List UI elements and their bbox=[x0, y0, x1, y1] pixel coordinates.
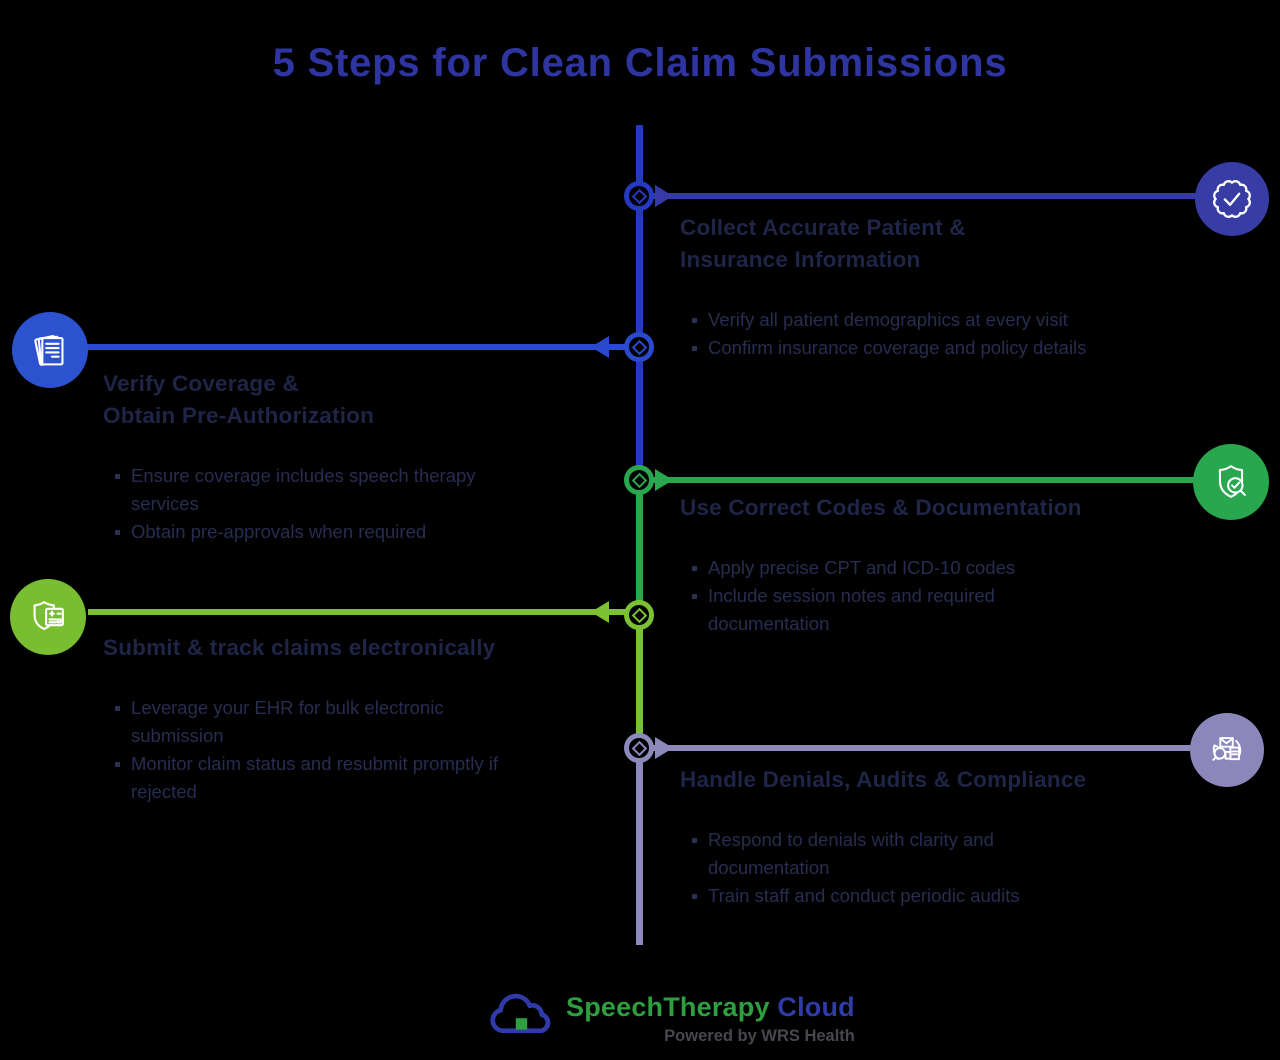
branch-connector bbox=[651, 745, 1191, 751]
documents-icon bbox=[12, 312, 88, 388]
step-bullets: Verify all patient demographics at every… bbox=[680, 306, 1140, 362]
bullet-square-icon bbox=[692, 838, 697, 843]
node-diamond-icon bbox=[631, 339, 647, 355]
bullet-item: Apply precise CPT and ICD-10 codes bbox=[692, 554, 1150, 582]
shield-magnifier-icon bbox=[1193, 444, 1269, 520]
bullet-item: Train staff and conduct periodic audits bbox=[692, 882, 1140, 910]
bullet-square-icon bbox=[692, 594, 697, 599]
branch-connector bbox=[651, 477, 1194, 483]
timeline-segment-green bbox=[636, 480, 643, 615]
node-diamond-icon bbox=[631, 740, 647, 756]
step-heading: Submit & track claims electronically bbox=[103, 635, 496, 660]
timeline-node bbox=[624, 465, 654, 495]
brand-wordmark: SpeechTherapy Cloud bbox=[566, 992, 855, 1023]
bullet-square-icon bbox=[692, 346, 697, 351]
arrow-right-icon bbox=[655, 185, 673, 207]
brand-text-block: SpeechTherapy Cloud Powered by WRS Healt… bbox=[566, 986, 855, 1046]
timeline-node bbox=[624, 733, 654, 763]
powered-by-text: Powered by WRS Health bbox=[664, 1027, 855, 1045]
step-bullets: Leverage your EHR for bulk electronic su… bbox=[103, 694, 583, 806]
arrow-left-icon bbox=[591, 601, 609, 623]
timeline-node bbox=[624, 332, 654, 362]
bullet-square-icon bbox=[692, 894, 697, 899]
branch-connector bbox=[86, 344, 628, 350]
bullet-item: Monitor claim status and resubmit prompt… bbox=[115, 750, 583, 806]
timeline-node bbox=[624, 181, 654, 211]
bullet-item: Leverage your EHR for bulk electronic su… bbox=[115, 694, 583, 750]
branch-connector bbox=[651, 193, 1197, 199]
branch-connector bbox=[88, 609, 627, 615]
step-section-2: Verify Coverage & Obtain Pre-Authorizati… bbox=[103, 368, 583, 546]
step-section-5: Handle Denials, Audits & Compliance Resp… bbox=[680, 764, 1140, 910]
bullet-item: Ensure coverage includes speech therapy … bbox=[115, 462, 583, 518]
bullet-item: Include session notes and required docum… bbox=[692, 582, 1150, 638]
node-diamond-icon bbox=[631, 607, 647, 623]
arrow-right-icon bbox=[655, 469, 673, 491]
step-bullets: Respond to denials with clarity and docu… bbox=[680, 826, 1140, 910]
step-section-3: Use Correct Codes & Documentation Apply … bbox=[680, 492, 1150, 638]
bullet-square-icon bbox=[692, 566, 697, 571]
step-section-4: Submit & track claims electronically Lev… bbox=[103, 632, 583, 806]
step-bullets: Ensure coverage includes speech therapy … bbox=[103, 462, 583, 546]
bullet-square-icon bbox=[115, 530, 120, 535]
step-bullets: Apply precise CPT and ICD-10 codes Inclu… bbox=[680, 554, 1150, 638]
step-heading: Collect Accurate Patient & Insurance Inf… bbox=[680, 215, 966, 272]
brand-name-secondary: Cloud bbox=[769, 992, 855, 1022]
node-diamond-icon bbox=[631, 472, 647, 488]
timeline-segment-lime bbox=[636, 615, 643, 748]
bullet-square-icon bbox=[115, 706, 120, 711]
shield-claim-form-icon bbox=[10, 579, 86, 655]
timeline-segment-blue bbox=[636, 125, 643, 480]
arrow-right-icon bbox=[655, 737, 673, 759]
step-section-1: Collect Accurate Patient & Insurance Inf… bbox=[680, 212, 1140, 362]
bullet-item: Confirm insurance coverage and policy de… bbox=[692, 334, 1140, 362]
bullet-square-icon bbox=[115, 762, 120, 767]
bullet-item: Obtain pre-approvals when required bbox=[115, 518, 583, 546]
bullet-item: Verify all patient demographics at every… bbox=[692, 306, 1140, 334]
timeline-segment-lavender bbox=[636, 748, 643, 945]
footer-brand: SpeechTherapy Cloud Powered by WRS Healt… bbox=[484, 986, 855, 1046]
brand-name-primary: SpeechTherapy bbox=[566, 992, 770, 1022]
step-heading: Handle Denials, Audits & Compliance bbox=[680, 767, 1087, 792]
arrow-left-icon bbox=[591, 336, 609, 358]
step-heading: Verify Coverage & Obtain Pre-Authorizati… bbox=[103, 371, 375, 428]
bullet-square-icon bbox=[115, 474, 120, 479]
verified-badge-icon bbox=[1195, 162, 1269, 236]
cloud-logo-icon bbox=[490, 993, 551, 1033]
timeline-node bbox=[624, 600, 654, 630]
page-title: 5 Steps for Clean Claim Submissions bbox=[272, 40, 1008, 85]
audit-review-icon bbox=[1190, 713, 1264, 787]
step-heading: Use Correct Codes & Documentation bbox=[680, 495, 1082, 520]
bullet-item: Respond to denials with clarity and docu… bbox=[692, 826, 1140, 882]
node-diamond-icon bbox=[631, 188, 647, 204]
bullet-square-icon bbox=[692, 318, 697, 323]
